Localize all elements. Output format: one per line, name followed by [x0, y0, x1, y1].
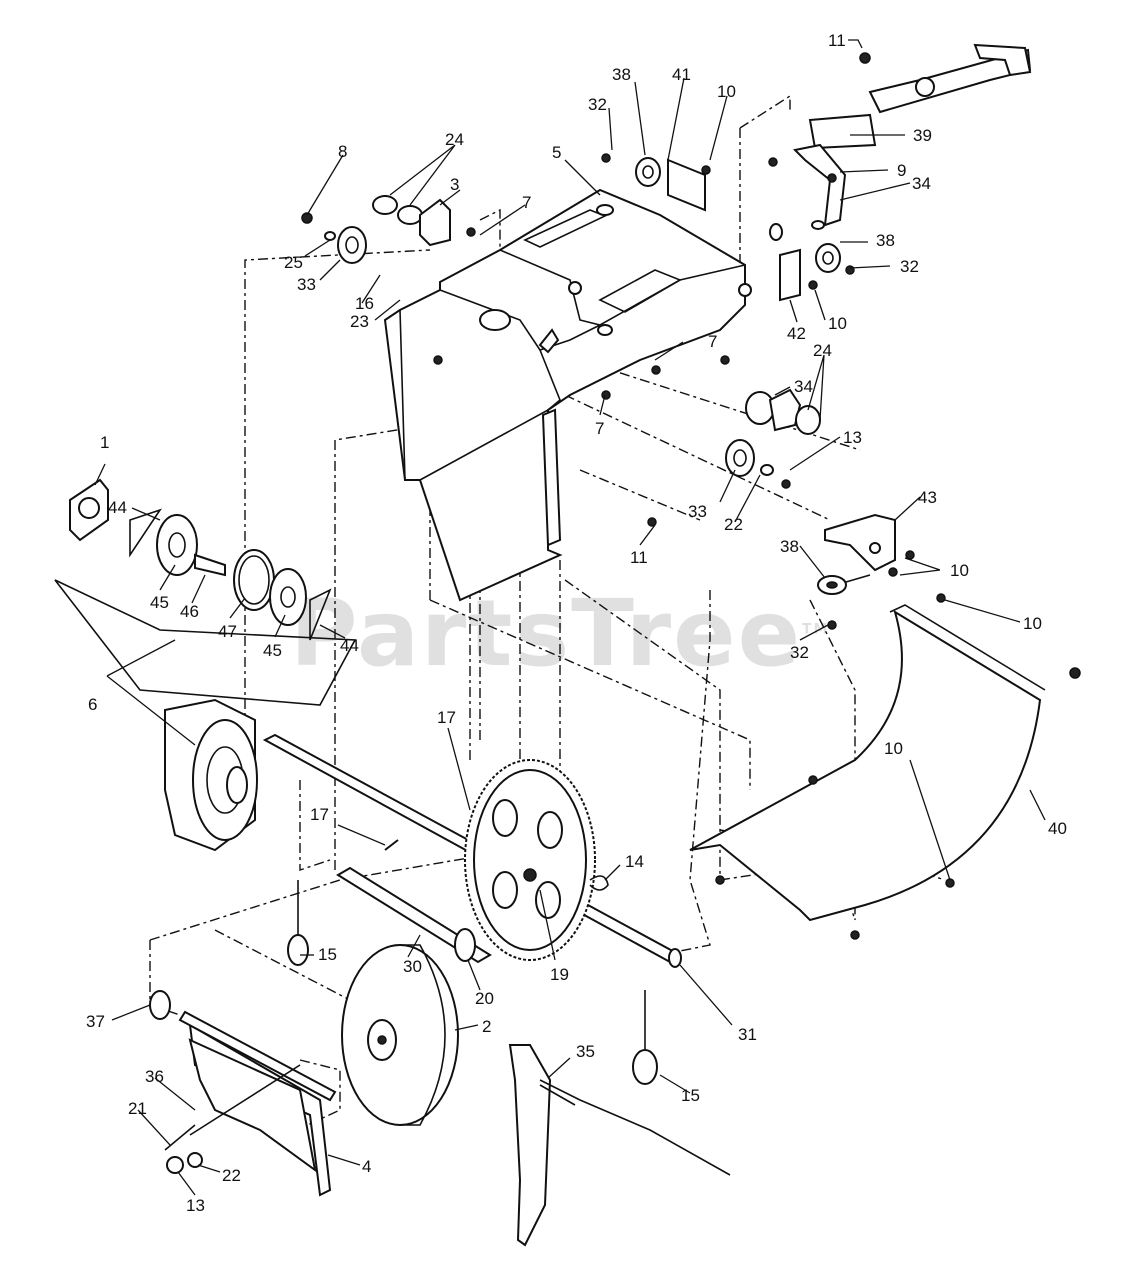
callout-44: 44 [340, 636, 359, 655]
idler-38-lower [817, 574, 871, 595]
callout-23: 23 [350, 312, 369, 331]
callout-34: 34 [794, 377, 813, 396]
callout-37: 37 [86, 1012, 105, 1031]
frame-assembly [383, 188, 752, 602]
callout-31: 31 [738, 1025, 757, 1044]
callout-10: 10 [717, 82, 736, 101]
wheel-hub-6 [164, 698, 258, 852]
callout-8: 8 [338, 142, 347, 161]
callout-13: 13 [843, 428, 862, 447]
callout-32: 32 [588, 95, 607, 114]
callout-33: 33 [688, 502, 707, 521]
callout-40: 40 [1048, 819, 1067, 838]
friction-wheel-2 [341, 944, 459, 1126]
gear-19 [464, 759, 596, 961]
callout-10: 10 [884, 739, 903, 758]
callout-15: 15 [681, 1086, 700, 1105]
callout-47: 47 [218, 622, 237, 641]
callout-33: 33 [297, 275, 316, 294]
bracket-43 [824, 513, 896, 572]
callout-38: 38 [876, 231, 895, 250]
callout-21: 21 [128, 1099, 147, 1118]
callout-43: 43 [918, 488, 937, 507]
callout-45: 45 [150, 593, 169, 612]
callout-7: 7 [595, 419, 604, 438]
callout-9: 9 [897, 161, 906, 180]
callout-10: 10 [828, 314, 847, 333]
bearing-stack-upper [324, 195, 451, 264]
callout-15: 15 [318, 945, 337, 964]
callout-2: 2 [482, 1017, 491, 1036]
callout-38: 38 [780, 537, 799, 556]
callout-17: 17 [437, 708, 456, 727]
callout-32: 32 [900, 257, 919, 276]
callout-labels: 11 38 41 32 10 39 8 24 5 9 3 34 7 38 32 … [86, 31, 1067, 1215]
callout-4: 4 [362, 1157, 371, 1176]
callout-42: 42 [787, 324, 806, 343]
callout-44: 44 [108, 498, 127, 517]
callout-36: 36 [145, 1067, 164, 1086]
callout-24: 24 [445, 130, 464, 149]
bearing-stack-right [725, 388, 821, 489]
callout-13: 13 [186, 1196, 205, 1215]
callout-7: 7 [522, 193, 531, 212]
callout-10: 10 [950, 561, 969, 580]
callout-35: 35 [576, 1042, 595, 1061]
callout-6: 6 [88, 695, 97, 714]
lever-35 [508, 1044, 731, 1247]
hardware [301, 52, 1081, 940]
callout-11: 11 [630, 548, 648, 567]
callout-11: 11 [828, 31, 846, 50]
callout-5: 5 [552, 143, 561, 162]
callout-16: 16 [355, 294, 374, 313]
top-idler-pulleys [635, 157, 841, 302]
callout-34: 3 [450, 175, 459, 194]
handle-shaft [792, 43, 1032, 230]
callout-3: 34 [912, 174, 931, 193]
callout-32: 32 [790, 643, 809, 662]
callout-45: 45 [263, 641, 282, 660]
callout-25: 25 [284, 253, 303, 272]
callout-19: 19 [550, 965, 569, 984]
shaft-30 [336, 866, 492, 964]
callout-17: 17 [310, 805, 329, 824]
callout-24: 24 [813, 341, 832, 360]
callout-22: 22 [724, 515, 743, 534]
callout-46: 46 [180, 602, 199, 621]
pins [287, 839, 658, 1085]
plate-4 [149, 990, 337, 1197]
left-bearing-assembly [54, 478, 357, 706]
callout-10: 10 [1023, 614, 1042, 633]
callout-30: 30 [403, 957, 422, 976]
callout-20: 20 [475, 989, 494, 1008]
callout-14: 14 [625, 852, 644, 871]
side-plate [541, 408, 562, 547]
callout-7: 7 [708, 332, 717, 351]
callout-1: 1 [100, 433, 109, 452]
callout-38: 38 [612, 65, 631, 84]
leader-lines [94, 39, 1046, 1196]
callout-39: 39 [913, 126, 932, 145]
callout-22: 22 [222, 1166, 241, 1185]
housing-40 [689, 604, 1046, 922]
callout-41: 41 [672, 65, 691, 84]
